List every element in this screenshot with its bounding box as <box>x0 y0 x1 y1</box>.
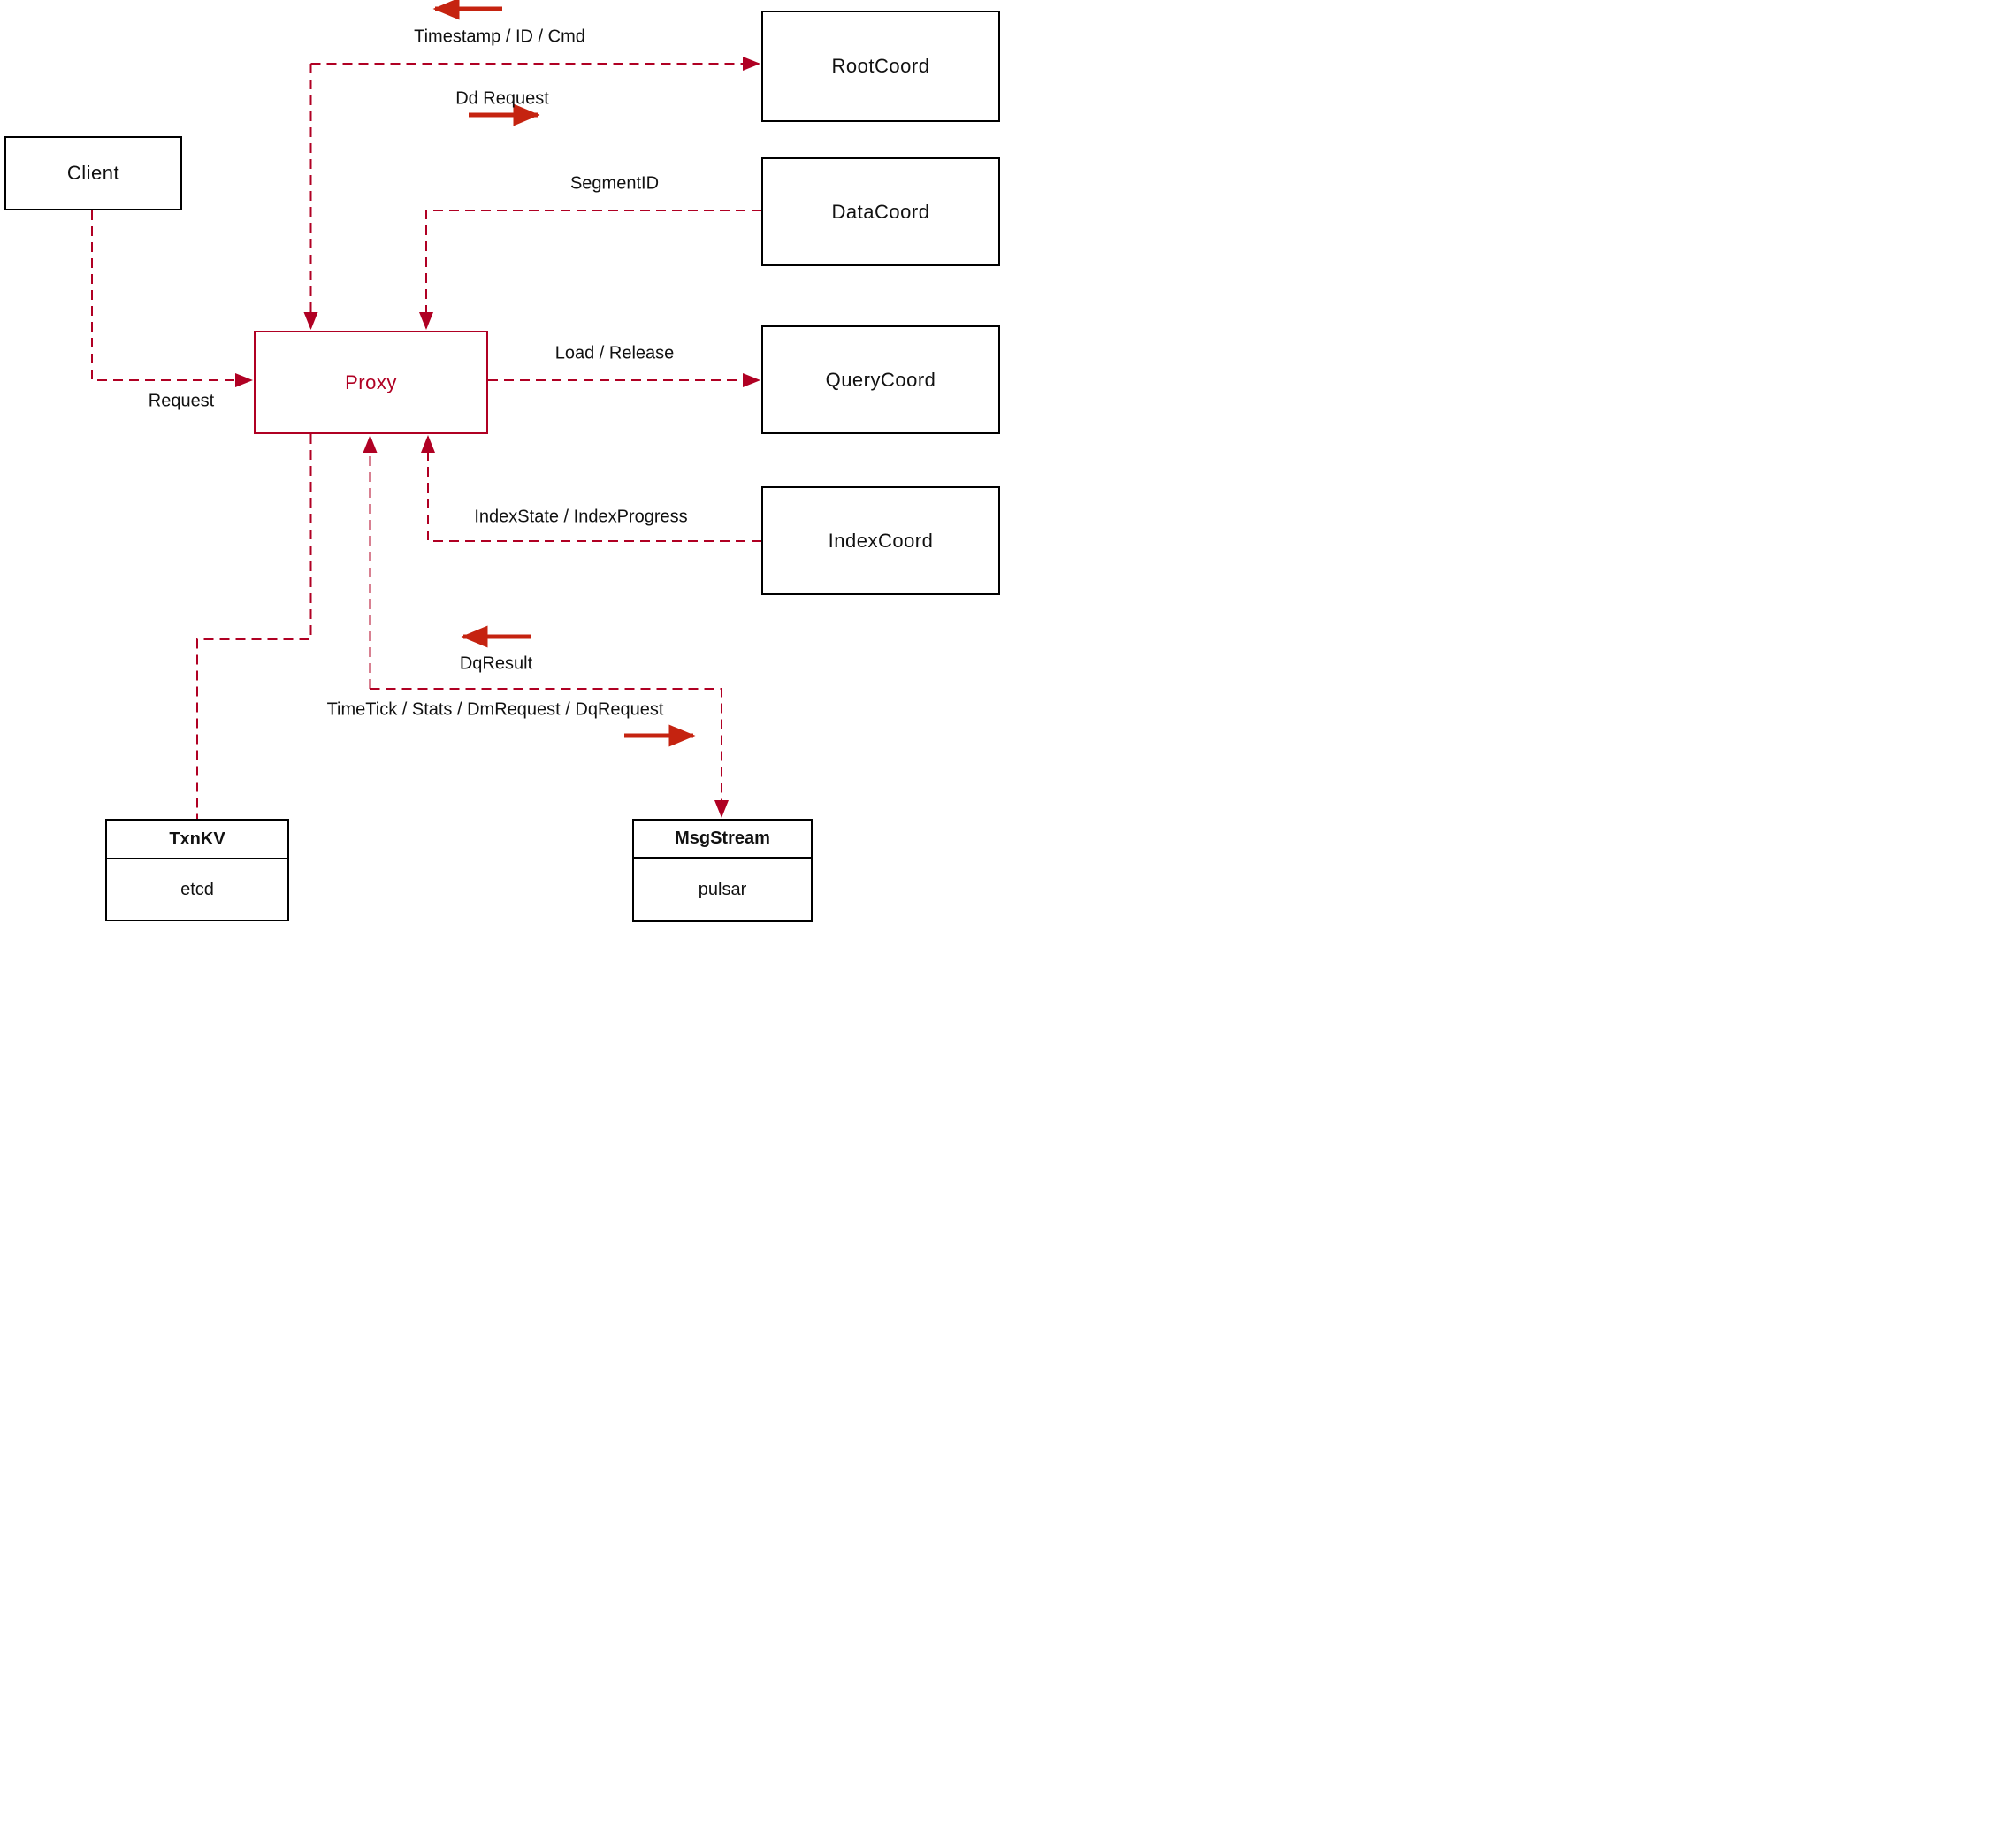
node-msgstream: MsgStream pulsar <box>632 819 813 922</box>
edge-proxy-to-txnkv <box>196 434 312 819</box>
node-msgstream-title: MsgStream <box>675 829 770 848</box>
edge-label-index-state: IndexState / IndexProgress <box>474 507 688 527</box>
diagram-canvas: Client Proxy RootCoord DataCoord QueryCo… <box>0 0 1004 924</box>
edge-label-segment-id: SegmentID <box>569 173 660 194</box>
node-msgstream-body: pulsar <box>634 859 811 920</box>
node-datacoord: DataCoord <box>761 157 1000 266</box>
node-datacoord-label: DataCoord <box>831 200 930 223</box>
node-querycoord-label: QueryCoord <box>825 368 936 391</box>
node-msgstream-subtitle: pulsar <box>698 879 747 899</box>
edge-label-load-release: Load / Release <box>554 343 675 363</box>
node-txnkv: TxnKV etcd <box>105 819 289 921</box>
edge-label-dq-result: DqResult <box>459 653 533 674</box>
node-client: Client <box>4 136 182 210</box>
node-txnkv-header: TxnKV <box>107 821 287 859</box>
edge-label-timetick: TimeTick / Stats / DmRequest / DqRequest <box>326 699 664 720</box>
edge-label-timestamp: Timestamp / ID / Cmd <box>414 27 585 47</box>
node-client-label: Client <box>66 162 120 184</box>
node-proxy: Proxy <box>254 331 488 434</box>
node-indexcoord-label: IndexCoord <box>828 529 934 552</box>
edge-datacoord-to-proxy <box>419 210 761 330</box>
node-msgstream-header: MsgStream <box>634 821 811 859</box>
node-rootcoord: RootCoord <box>761 11 1000 122</box>
node-proxy-label: Proxy <box>345 370 397 393</box>
edge-label-dd-request: Dd Request <box>455 88 549 109</box>
node-txnkv-body: etcd <box>107 859 287 920</box>
connector-layer <box>91 0 761 819</box>
node-txnkv-subtitle: etcd <box>180 879 214 899</box>
edge-client-to-proxy <box>91 210 253 387</box>
edge-label-request: Request <box>148 391 215 411</box>
node-querycoord: QueryCoord <box>761 325 1000 434</box>
node-indexcoord: IndexCoord <box>761 486 1000 595</box>
node-rootcoord-label: RootCoord <box>831 55 930 77</box>
edge-indexcoord-to-proxy <box>421 435 761 542</box>
node-txnkv-title: TxnKV <box>169 829 225 849</box>
edge-proxy-to-msgstream <box>370 688 729 818</box>
